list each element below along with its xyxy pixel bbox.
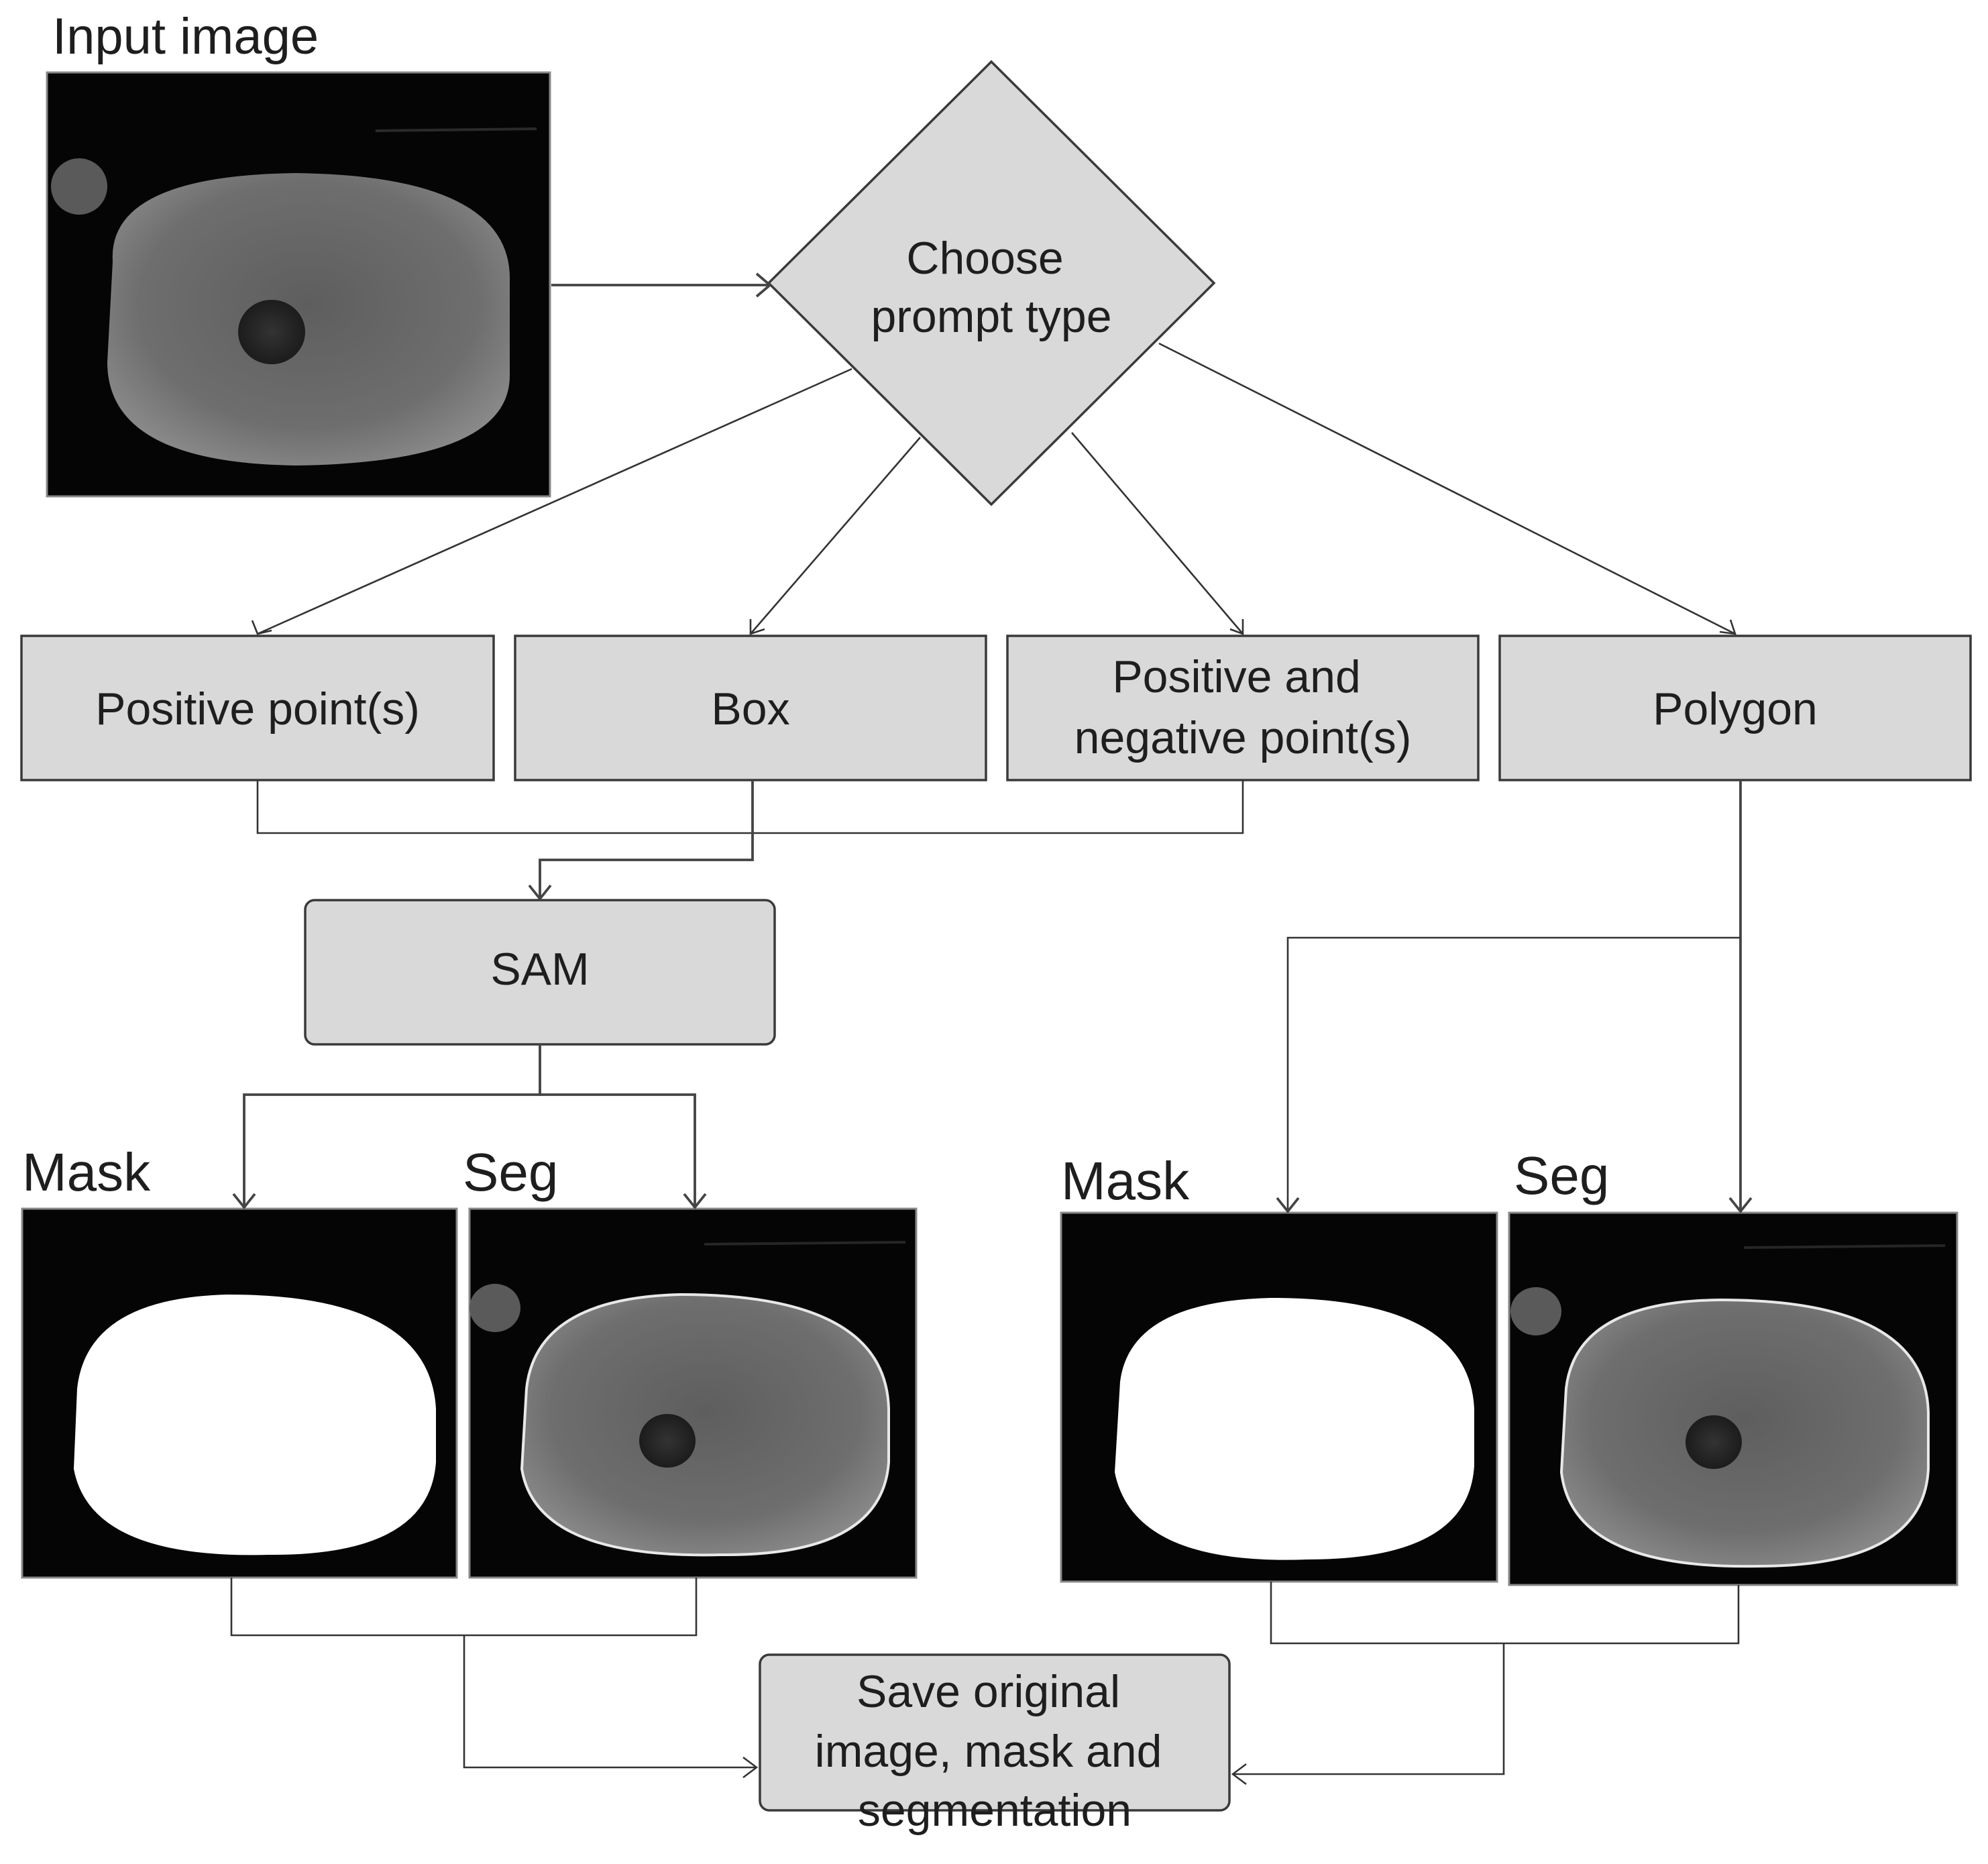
svg-text:Choose prompt type: Choose prompt type (871, 233, 1111, 342)
svg-text:Save original image, mas: Save original image, mask and segmentati… (815, 1666, 1175, 1836)
svg-text:Positive and negative po: Positive and negative point(s) (1074, 651, 1412, 763)
sam-node: SAM (304, 899, 776, 1046)
connector-decision-to-box (749, 437, 921, 635)
mask-image-polygon (1060, 1211, 1498, 1583)
decision-label-line-1: Choose (906, 233, 1063, 284)
connector-prompts-to-sam (256, 780, 1244, 901)
pos-neg-label-line-1: Positive and (1112, 651, 1360, 702)
mask-left-label: Mask (22, 1142, 151, 1202)
polygon-label: Polygon (1653, 683, 1818, 734)
seg-left-label: Seg (463, 1142, 558, 1202)
connector-polygon-to-outputs (1276, 780, 1753, 1214)
save-label-line-2: image, mask and (815, 1726, 1162, 1777)
save-output-node: Save original image, mask and segmentati… (759, 1653, 1231, 1836)
mask-right-label: Mask (1061, 1151, 1190, 1211)
polygon-node: Polygon (1498, 635, 1972, 781)
connector-sam-to-outputs (232, 1044, 707, 1210)
input-image-label: Input image (52, 8, 319, 65)
positive-points-label: Positive point(s) (95, 683, 420, 734)
connector-decision-to-pos-neg-points (1071, 432, 1244, 635)
positive-negative-points-node: Positive and negative point(s) (1006, 635, 1480, 781)
choose-prompt-type-decision: Choose prompt type (767, 60, 1216, 506)
connector-left-outputs-to-save (230, 1578, 759, 1779)
connector-decision-to-positive-points (251, 368, 852, 635)
positive-points-node: Positive point(s) (20, 635, 495, 781)
save-label-line-3: segmentation (858, 1785, 1131, 1836)
mask-image-sam (21, 1207, 458, 1579)
connector-input-to-decision (551, 272, 772, 298)
seg-right-label: Seg (1514, 1146, 1609, 1205)
pos-neg-label-line-2: negative point(s) (1074, 712, 1412, 763)
input-image (46, 71, 551, 498)
segmentation-image-sam (468, 1207, 918, 1579)
decision-label-line-2: prompt type (871, 291, 1111, 342)
sam-label: SAM (490, 944, 589, 995)
connector-right-outputs-to-save (1231, 1582, 1740, 1786)
box-node: Box (514, 635, 987, 781)
save-label-line-1: Save original (857, 1666, 1120, 1717)
connector-decision-to-polygon (1158, 342, 1736, 635)
segmentation-image-polygon (1508, 1211, 1958, 1586)
box-label: Box (711, 683, 789, 734)
